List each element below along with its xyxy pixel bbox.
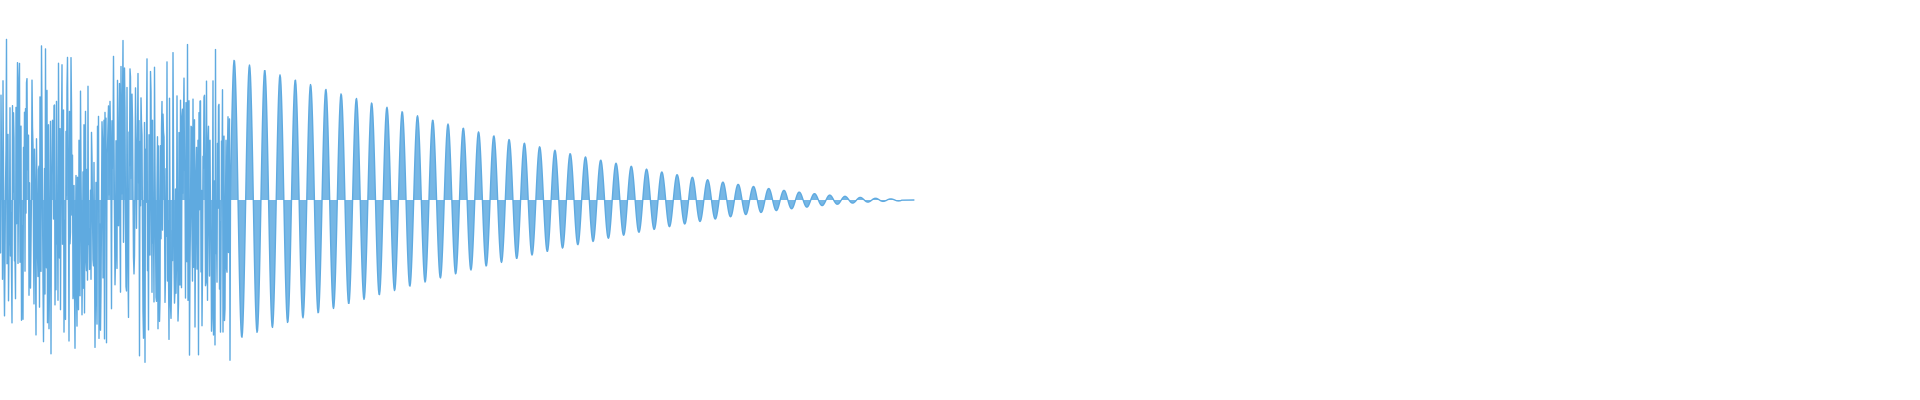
waveform-path [0,38,915,363]
waveform-fill [0,39,915,363]
